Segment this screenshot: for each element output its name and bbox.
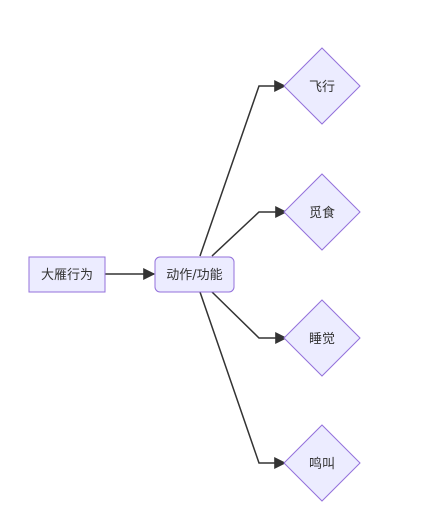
edge-hub-to-leaf-3 xyxy=(211,291,288,344)
edge-hub-to-leaf-2 xyxy=(211,206,288,257)
node-leaf-1[interactable]: 飞行 xyxy=(283,47,361,125)
node-leaf-3-diamond xyxy=(283,299,361,377)
node-leaf-3[interactable]: 睡觉 xyxy=(283,299,361,377)
node-leaf-2-label: 觅食 xyxy=(309,205,335,221)
node-hub-label: 动作/功能 xyxy=(166,268,222,283)
node-leaf-2-diamond xyxy=(283,173,361,251)
node-leaf-4-label: 鸣叫 xyxy=(309,456,335,472)
edge-hub-to-leaf-4 xyxy=(199,291,287,469)
node-root-box xyxy=(28,256,106,293)
node-leaf-4-diamond xyxy=(283,424,361,502)
node-leaf-3-label: 睡觉 xyxy=(309,332,335,347)
node-leaf-1-label: 飞行 xyxy=(309,80,335,95)
edge-hub-to-leaf-1 xyxy=(199,80,287,257)
node-root-label: 大雁行为 xyxy=(41,268,93,283)
node-root[interactable]: 大雁行为 xyxy=(28,256,106,293)
node-leaf-4[interactable]: 鸣叫 xyxy=(283,424,361,502)
node-leaf-2[interactable]: 觅食 xyxy=(283,173,361,251)
node-hub[interactable]: 动作/功能 xyxy=(154,256,235,293)
node-leaf-1-diamond xyxy=(283,47,361,125)
node-hub-box xyxy=(154,256,235,293)
edges xyxy=(105,80,288,469)
